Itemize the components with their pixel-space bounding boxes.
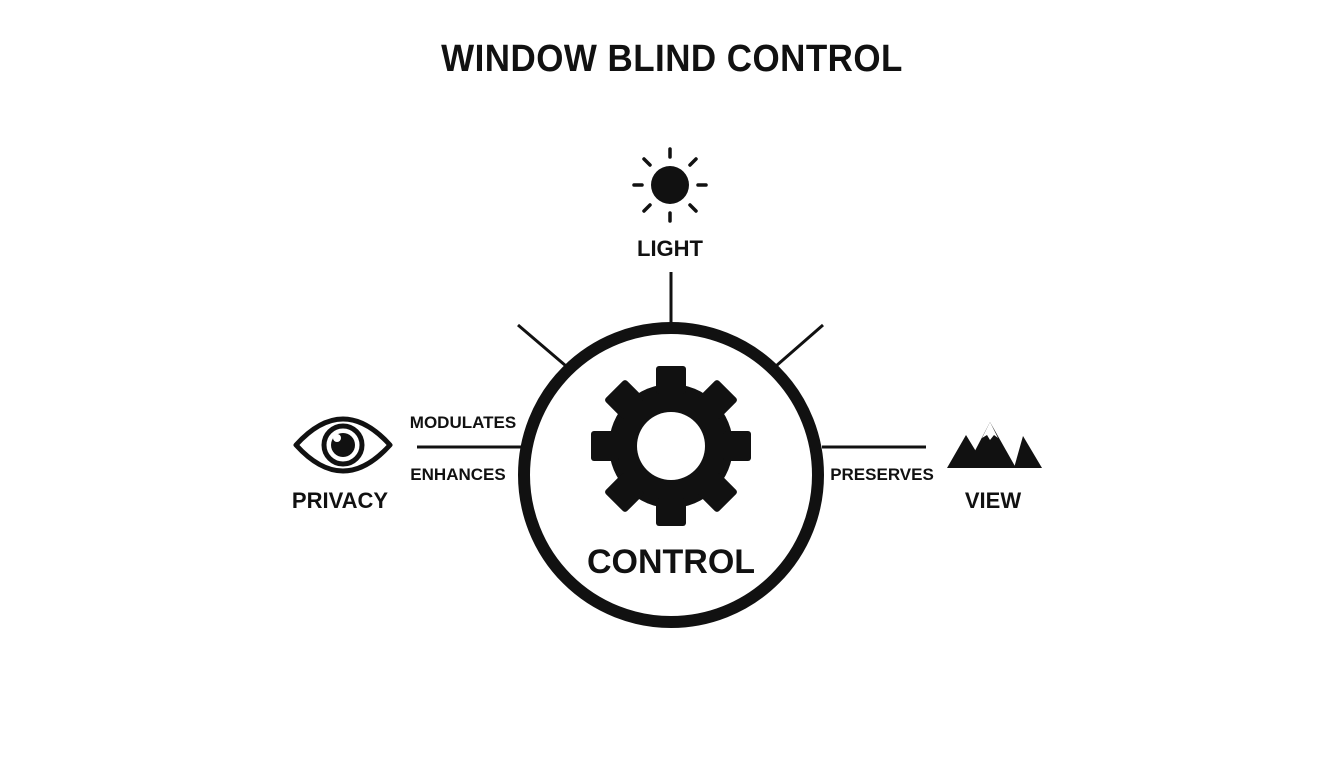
diagram-title: WINDOW BLIND CONTROL: [441, 38, 903, 80]
edge-label-modulates: MODULATES: [409, 413, 517, 432]
mountain-icon: [947, 422, 1042, 468]
node-label-privacy: PRIVACY: [291, 488, 389, 513]
center-label-control: CONTROL: [586, 543, 756, 581]
gear-icon: [591, 366, 751, 526]
eye-icon: [293, 416, 393, 474]
connector-upper-right: [775, 323, 824, 368]
edge-label-preserves: PRESERVES: [830, 465, 934, 484]
edge-label-enhances: ENHANCES: [410, 465, 506, 484]
sun-icon: [632, 147, 708, 223]
node-label-view: VIEW: [964, 488, 1022, 513]
connector-upper-left: [517, 323, 567, 368]
node-label-light: LIGHT: [637, 236, 703, 261]
